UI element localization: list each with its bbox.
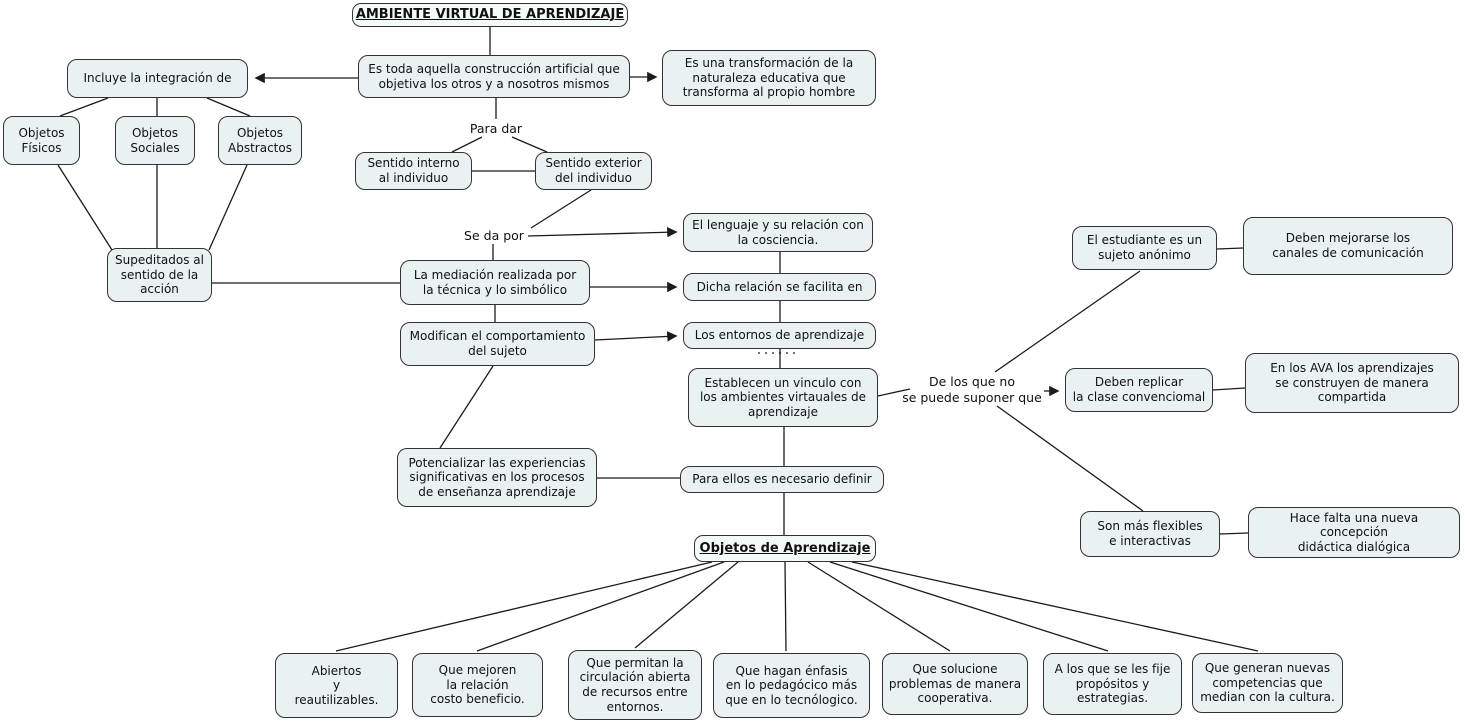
node-lenguaje-cosciencia[interactable]: El lenguaje y su relación con la coscien…: [683, 213, 873, 252]
link-para-dar-exterior: [511, 136, 548, 153]
link-objetos-solucione: [807, 561, 951, 652]
node-objetos-sociales[interactable]: Objetos Sociales: [115, 116, 195, 165]
link-objetos-generan: [851, 561, 1259, 652]
link-incluye-abstractos: [206, 97, 251, 117]
link-modifican-potencializar: [439, 365, 494, 449]
node-solucione-problemas[interactable]: Que solucione problemas de manera cooper…: [882, 653, 1028, 715]
node-dicha-relacion[interactable]: Dicha relación se facilita en: [683, 273, 876, 301]
link-objetos-abiertos: [335, 561, 713, 652]
node-sentido-interno[interactable]: Sentido interno al individuo: [355, 152, 472, 190]
link-flexibles-concepcion: [1219, 532, 1249, 535]
link-de-los-que-flexibles: [996, 405, 1144, 512]
node-potencializar-experiencias[interactable]: Potencializar las experiencias significa…: [397, 448, 597, 507]
link-fisicos-supeditados: [57, 164, 113, 251]
link-label-se-da-por[interactable]: Se da por: [464, 227, 524, 243]
link-label-para-dar[interactable]: Para dar: [469, 120, 523, 136]
node-objetos-fisicos[interactable]: Objetos Físicos: [3, 116, 80, 165]
link-abstractos-supeditados: [208, 164, 248, 251]
node-nuevas-competencias[interactable]: Que generan nuevas competencias que medi…: [1192, 653, 1343, 713]
node-concepcion-dialogica[interactable]: Hace falta una nueva concepción didáctic…: [1248, 507, 1460, 558]
node-objetos-abstractos[interactable]: Objetos Abstractos: [218, 116, 302, 165]
node-circulacion-abierta[interactable]: Que permitan la circulación abierta de r…: [568, 650, 702, 720]
link-modifican-entornos: [594, 331, 678, 342]
link-objetos-permitan: [634, 561, 739, 649]
link-de-los-que-estudiante: [994, 270, 1141, 373]
node-ambiente-virtual-title[interactable]: AMBIENTE VIRTUAL DE APRENDIZAJE: [352, 3, 628, 27]
link-incluye-fisicos: [59, 97, 109, 117]
link-exterior-se-da-por: [530, 189, 592, 229]
node-replicar-clase[interactable]: Deben replicar la clase convenciomal: [1065, 368, 1213, 412]
node-costo-beneficio[interactable]: Que mejoren la relación costo beneficio.: [412, 653, 543, 717]
link-para-dar-interno: [451, 136, 483, 153]
link-objetos-mejoren: [476, 561, 725, 652]
link-objetos-enfasis: [784, 561, 787, 652]
node-enfasis-pedagogico[interactable]: Que hagan énfasis en lo pedagócico más q…: [713, 653, 870, 718]
node-sentido-exterior[interactable]: Sentido exterior del individuo: [535, 152, 652, 190]
node-definicion-ava[interactable]: Es toda aquella construcción artificial …: [358, 55, 630, 98]
node-objetos-de-aprendizaje-title[interactable]: Objetos de Aprendizaje: [694, 535, 876, 562]
link-replicar-ava: [1212, 387, 1246, 391]
link-objetos-fije: [829, 561, 1109, 652]
link-se-da-por-lenguaje: [527, 227, 678, 238]
node-incluye-integracion[interactable]: Incluye la integración de: [67, 59, 248, 98]
node-transformacion-naturaleza[interactable]: Es una transformación de la naturaleza e…: [662, 50, 876, 106]
link-label-de-los-que-no[interactable]: De los que no se puede suponer que: [902, 373, 1042, 405]
node-entornos-aprendizaje[interactable]: Los entornos de aprendizaje: [683, 322, 876, 349]
node-propositos-estrategias[interactable]: A los que se les fije propósitos y estra…: [1043, 653, 1182, 715]
node-modifican-comportamiento[interactable]: Modifican el comportamiento del sujeto: [400, 322, 595, 366]
link-estudiante-canales: [1216, 247, 1244, 250]
node-mediacion-tecnica[interactable]: La mediación realizada por la técnica y …: [400, 260, 590, 305]
node-establecen-vinculo[interactable]: Establecen un vinculo con los ambientes …: [688, 368, 878, 427]
node-abiertos-reautilizables[interactable]: Abiertos y reautilizables.: [275, 653, 398, 718]
link-establecen-de-los-que: [877, 388, 911, 397]
node-ava-compartida[interactable]: En los AVA los aprendizajes se construye…: [1245, 353, 1459, 413]
node-necesario-definir[interactable]: Para ellos es necesario definir: [680, 466, 884, 493]
node-supeditados-sentido[interactable]: Supeditados al sentido de la acción: [107, 248, 212, 302]
node-canales-comunicacion[interactable]: Deben mejorarse los canales de comunicac…: [1243, 217, 1453, 275]
node-flexibles-interactivas[interactable]: Son más flexibles e interactivas: [1080, 511, 1220, 557]
node-estudiante-anonimo[interactable]: El estudiante es un sujeto anónimo: [1072, 226, 1217, 270]
